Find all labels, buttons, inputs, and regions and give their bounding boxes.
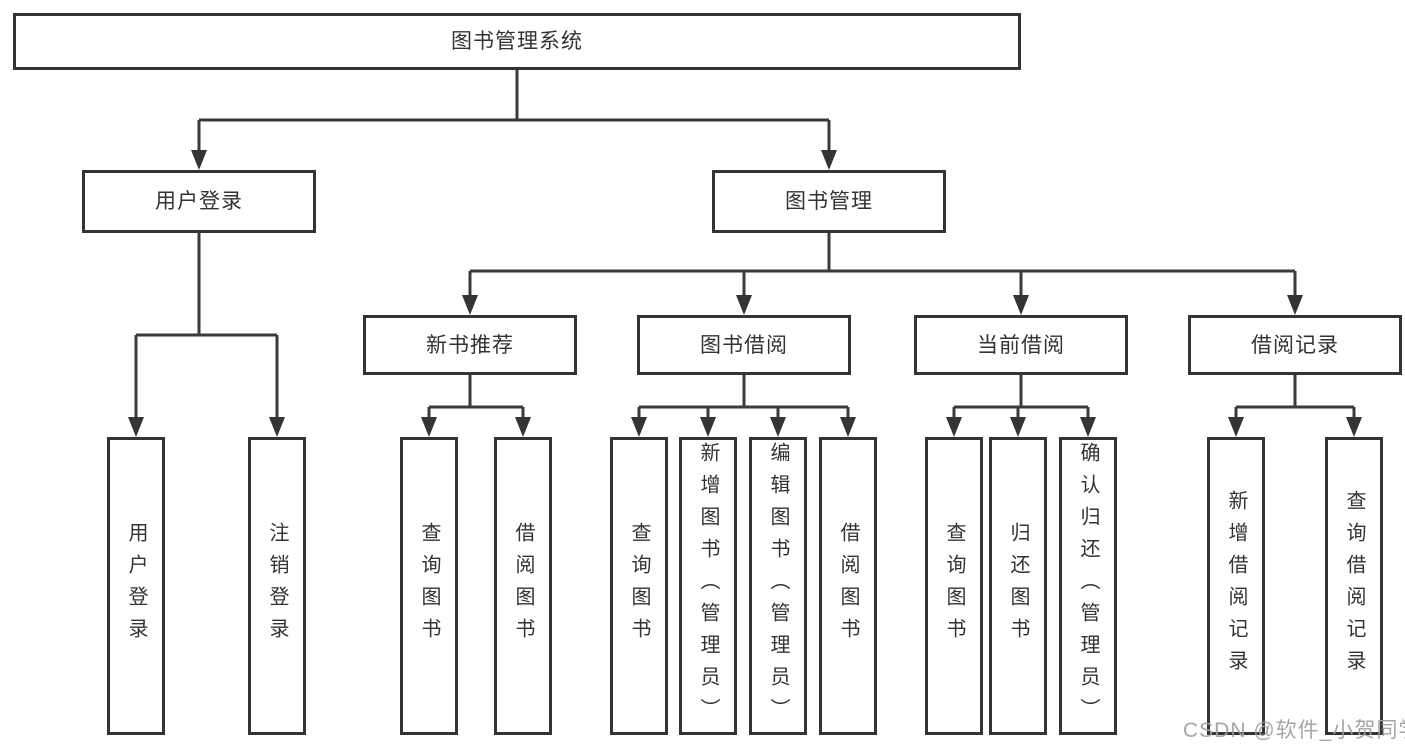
leaf-confirm-return-admin: 确认归还（管理员） <box>1059 437 1117 735</box>
leaf-add-borrow-record: 新增借阅记录 <box>1207 437 1265 735</box>
node-label: 确认归还（管理员） <box>1077 442 1099 730</box>
node-label: 图书借阅 <box>700 333 788 357</box>
node-label: 新增图书（管理员） <box>697 442 719 730</box>
leaf-return-books: 归还图书 <box>989 437 1047 735</box>
node-label: 用户登录 <box>155 190 243 213</box>
node-label: 查询图书 <box>628 522 650 650</box>
node-label: 编辑图书（管理员） <box>767 442 789 730</box>
node-label: 借阅图书 <box>512 522 534 650</box>
leaf-query-borrow-record: 查询借阅记录 <box>1325 437 1383 735</box>
node-library-system: 图书管理系统 <box>13 13 1021 70</box>
leaf-borrow-books-recommend: 借阅图书 <box>494 437 552 735</box>
leaf-query-books-borrow: 查询图书 <box>610 437 668 735</box>
leaf-borrow-books: 借阅图书 <box>819 437 877 735</box>
node-label: 当前借阅 <box>977 333 1065 357</box>
node-current-borrow: 当前借阅 <box>914 315 1128 375</box>
node-label: 新增借阅记录 <box>1225 490 1247 682</box>
node-label: 借阅图书 <box>837 522 859 650</box>
node-label: 用户登录 <box>125 522 147 650</box>
node-label: 查询图书 <box>943 522 965 650</box>
node-borrow-records: 借阅记录 <box>1188 315 1402 375</box>
leaf-query-books-current: 查询图书 <box>925 437 983 735</box>
node-label: 借阅记录 <box>1251 333 1339 357</box>
node-new-book-recommend: 新书推荐 <box>363 315 577 375</box>
node-label: 图书管理系统 <box>451 30 583 53</box>
leaf-query-books-recommend: 查询图书 <box>400 437 458 735</box>
leaf-edit-books-admin: 编辑图书（管理员） <box>749 437 807 735</box>
node-label: 查询图书 <box>418 522 440 650</box>
node-user-login: 用户登录 <box>82 170 316 233</box>
node-label: 新书推荐 <box>426 333 514 357</box>
leaf-add-books-admin: 新增图书（管理员） <box>679 437 737 735</box>
node-label: 图书管理 <box>785 190 873 213</box>
leaf-logout: 注销登录 <box>248 437 306 735</box>
node-label: 注销登录 <box>266 522 288 650</box>
leaf-user-login: 用户登录 <box>107 437 165 735</box>
node-label: 查询借阅记录 <box>1343 490 1365 682</box>
node-book-management: 图书管理 <box>712 170 946 233</box>
node-label: 归还图书 <box>1007 522 1029 650</box>
csdn-watermark: CSDN @软件_小贺同学 <box>1183 719 1405 742</box>
node-book-borrow: 图书借阅 <box>637 315 851 375</box>
